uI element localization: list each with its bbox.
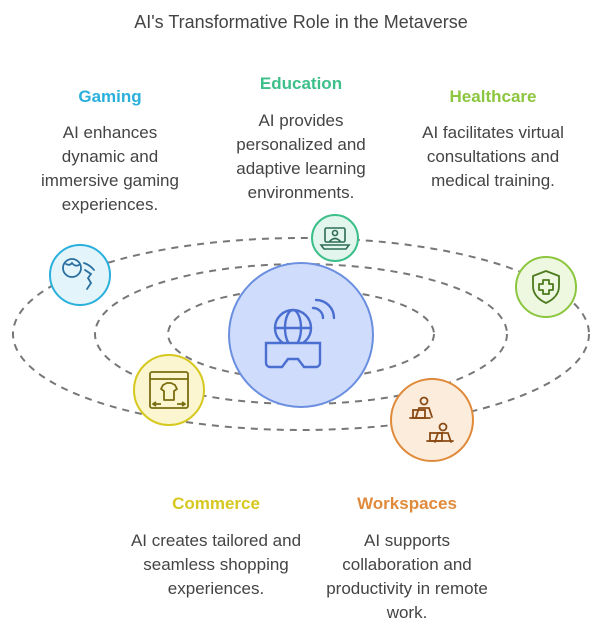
workspaces-description: AI supports collaboration and productivi… bbox=[326, 531, 488, 622]
workspaces-node bbox=[390, 378, 474, 462]
healthcare-node bbox=[515, 256, 577, 318]
gaming-heading: Gaming bbox=[78, 87, 142, 106]
commerce-description: AI creates tailored and seamless shoppin… bbox=[130, 531, 302, 598]
gaming-node bbox=[49, 244, 111, 306]
shield-cross-icon bbox=[532, 270, 560, 304]
education-node bbox=[311, 214, 359, 262]
education-description: AI provides personalized and adaptive le… bbox=[236, 111, 366, 202]
outer-orbit bbox=[12, 237, 590, 431]
gaming-description: AI enhances dynamic and immersive gaming… bbox=[41, 123, 179, 214]
healthcare-description: AI facilitates virtual consultations and… bbox=[422, 123, 564, 190]
commerce-node bbox=[133, 354, 205, 426]
healthcare-heading: Healthcare bbox=[449, 87, 537, 106]
globe-signal-icon bbox=[62, 258, 95, 290]
shop-window-icon bbox=[149, 371, 189, 409]
center-node bbox=[228, 262, 374, 408]
vr-headset-globe-icon bbox=[264, 298, 336, 369]
remote-team-icon bbox=[409, 396, 454, 443]
laptop-learning-icon bbox=[319, 227, 351, 250]
page-title: AI's Transformative Role in the Metavers… bbox=[134, 12, 468, 32]
education-heading: Education bbox=[259, 74, 343, 93]
workspaces-heading: Workspaces bbox=[357, 494, 457, 513]
commerce-heading: Commerce bbox=[172, 494, 260, 513]
